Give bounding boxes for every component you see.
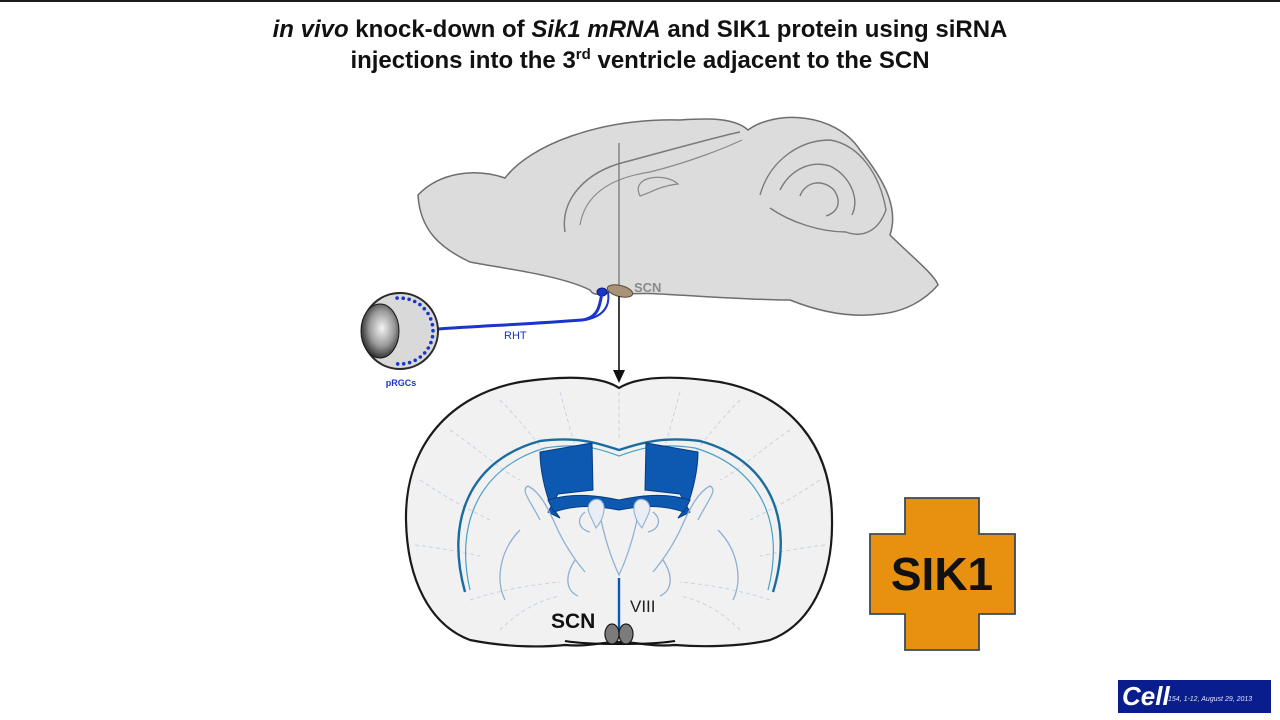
journal-badge: Cell 154, 1-12, August 29, 2013 [1118,680,1271,713]
rht-tract [437,291,604,331]
retina-dot [401,362,406,366]
coronal-section [404,376,834,648]
retina-dot [431,328,435,333]
subcortical-outlines [499,485,739,601]
retina-dot [407,360,412,365]
retina-dot [429,340,433,345]
corpus-callosum-inner [465,445,774,591]
viii-label: VIII [630,597,656,616]
ventricle-curve [637,176,680,197]
title-line-2: injections into the 3rd ventricle adjace… [350,46,930,74]
slide-title: in vivo knock-down of Sik1 mRNA and SIK1… [0,14,1280,76]
retina-dot [401,296,406,301]
sagittal-brain-outline [417,116,939,316]
rht-label: RHT [504,330,527,342]
hippocampus-inner-line [579,139,743,226]
sagittal-brain [417,116,939,316]
cerebellum-folds [759,139,887,235]
retina-dot [418,302,422,307]
retina-dot [413,358,418,363]
optic-chiasm [564,640,676,645]
journal-citation: 154, 1-12, August 29, 2013 [1168,696,1253,703]
retina-dot [422,306,427,311]
journal-logo: Cell [1122,681,1170,711]
retina-dot [428,317,433,321]
coronal-outline [404,376,834,648]
eye [360,292,439,370]
scn-nucleus-left [604,623,620,645]
top-rule [0,0,1280,2]
prgcs-label: pRGCs [386,378,417,388]
title-line-1: in vivo knock-down of Sik1 mRNA and SIK1… [272,16,1008,43]
eye-lens [360,303,400,359]
corpus-callosum-outer [457,438,782,593]
retina-dot [418,355,423,359]
scn-coronal-label: SCN [551,610,595,633]
retina-dot [395,296,399,300]
retina-dots [395,296,435,366]
retina-dot [422,351,427,355]
scn-nucleus-right [618,623,634,645]
sik1-cross-label: SIK1 [890,548,994,600]
section-arrow-head [613,370,625,383]
scn-sagittal-label: SCN [634,280,661,295]
retina-dot [412,299,417,304]
coronal-guides [414,391,826,631]
retina-dot [407,297,411,302]
rht-tract-branch [584,291,610,321]
hippocampus-line [563,131,741,233]
retina-dot [395,362,400,366]
retina-dot [430,322,435,327]
retina-dot [426,346,431,350]
retina-dot [426,311,430,316]
sik1-cross-shape [869,497,1016,651]
hippocampal-shapes [587,498,651,530]
retina-dot [430,334,435,339]
